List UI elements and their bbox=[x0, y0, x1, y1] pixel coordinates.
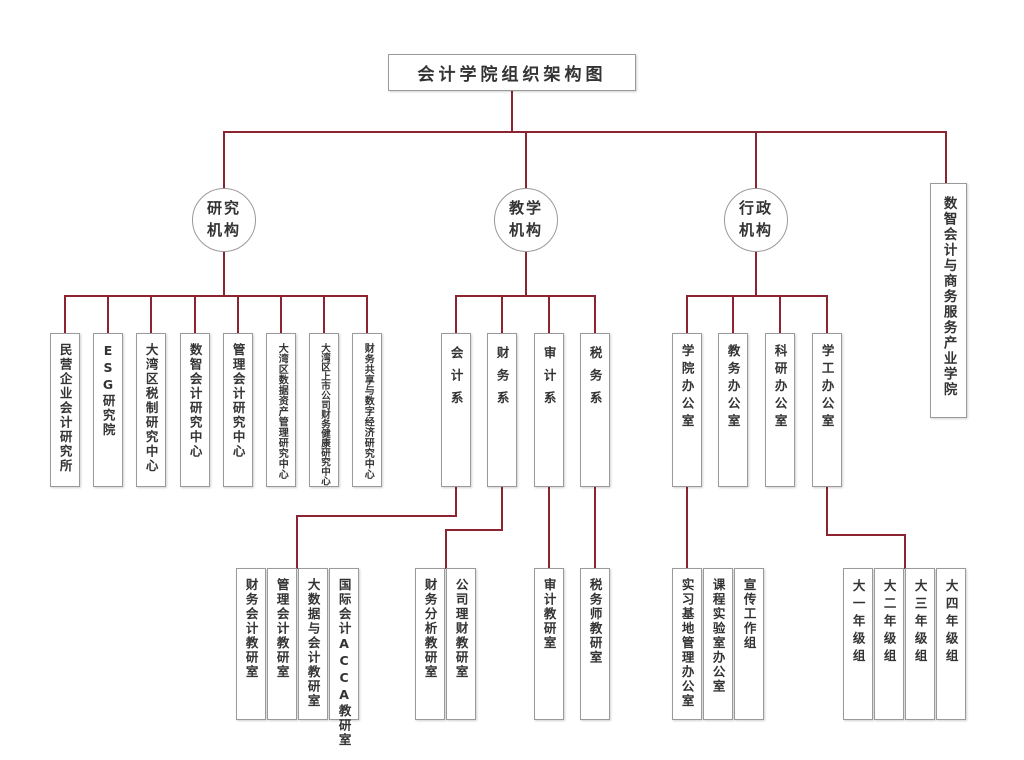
research-unit[interactable]: 管理会计研究中心 bbox=[223, 333, 253, 487]
node-admin[interactable]: 行政机构 bbox=[724, 188, 788, 252]
grade-group-label: 大四年级组 bbox=[943, 579, 959, 667]
research-unit[interactable]: ESG研究院 bbox=[93, 333, 123, 487]
department-label: 税务系 bbox=[587, 346, 603, 414]
research-unit[interactable]: 民营企业会计研究所 bbox=[50, 333, 80, 487]
grade-group[interactable]: 大二年级组 bbox=[874, 568, 904, 720]
teaching-section[interactable]: 国际会计ACCA教研室 bbox=[329, 568, 359, 748]
research-unit-label: 民营企业会计研究所 bbox=[57, 343, 73, 474]
research-unit-label: 大湾区数据资产管理研究中心 bbox=[276, 343, 288, 480]
grade-group-label: 大一年级组 bbox=[850, 579, 866, 667]
grade-group[interactable]: 大四年级组 bbox=[936, 568, 966, 720]
office-group[interactable]: 宣传工作组 bbox=[734, 568, 764, 720]
teaching-section-label: 税务师教研室 bbox=[587, 578, 603, 665]
node-industry-college-label: 数智会计与商务服务产业学院 bbox=[940, 196, 957, 398]
teaching-section-label: 财务会计教研室 bbox=[243, 578, 259, 680]
research-unit[interactable]: 数智会计研究中心 bbox=[180, 333, 210, 487]
department[interactable]: 财务系 bbox=[487, 333, 517, 487]
department-label: 审计系 bbox=[541, 346, 557, 414]
research-unit[interactable]: 大湾区税制研究中心 bbox=[136, 333, 166, 487]
department-label: 会计系 bbox=[448, 346, 464, 414]
office[interactable]: 教务办公室 bbox=[718, 333, 748, 487]
node-teaching-label: 教学机构 bbox=[508, 199, 543, 239]
node-admin-label: 行政机构 bbox=[738, 199, 773, 239]
research-unit-label: ESG研究院 bbox=[100, 343, 116, 438]
teaching-section[interactable]: 财务分析教研室 bbox=[415, 568, 445, 720]
research-unit-label: 财务共享与数字经济研究中心 bbox=[362, 343, 374, 480]
research-unit[interactable]: 财务共享与数字经济研究中心 bbox=[352, 333, 382, 487]
chart-title: 会计学院组织架构图 bbox=[388, 54, 636, 91]
office-group[interactable]: 实习基地管理办公室 bbox=[672, 568, 702, 720]
department[interactable]: 税务系 bbox=[580, 333, 610, 487]
research-unit-label: 数智会计研究中心 bbox=[187, 343, 203, 459]
node-research[interactable]: 研究机构 bbox=[192, 188, 256, 252]
office-group-label: 宣传工作组 bbox=[741, 578, 757, 651]
office[interactable]: 学院办公室 bbox=[672, 333, 702, 487]
office-group-label: 课程实验室办公室 bbox=[710, 578, 726, 694]
office-group[interactable]: 课程实验室办公室 bbox=[703, 568, 733, 720]
teaching-section[interactable]: 税务师教研室 bbox=[580, 568, 610, 720]
teaching-section[interactable]: 大数据与会计教研室 bbox=[298, 568, 328, 720]
research-unit-label: 大湾区税制研究中心 bbox=[143, 343, 159, 474]
office-label: 学院办公室 bbox=[679, 344, 695, 432]
teaching-section[interactable]: 财务会计教研室 bbox=[236, 568, 266, 720]
teaching-section-label: 审计教研室 bbox=[541, 578, 557, 651]
teaching-section-label: 公司理财教研室 bbox=[453, 578, 469, 680]
office[interactable]: 科研办公室 bbox=[765, 333, 795, 487]
office-label: 科研办公室 bbox=[772, 344, 788, 432]
grade-group-label: 大三年级组 bbox=[912, 579, 928, 667]
teaching-section[interactable]: 公司理财教研室 bbox=[446, 568, 476, 720]
node-teaching[interactable]: 教学机构 bbox=[494, 188, 558, 252]
teaching-section[interactable]: 管理会计教研室 bbox=[267, 568, 297, 720]
research-unit-label: 大湾区上市公司财务健康研究中心 bbox=[318, 343, 330, 486]
node-industry-college[interactable]: 数智会计与商务服务产业学院 bbox=[930, 183, 967, 418]
office-label: 学工办公室 bbox=[819, 344, 835, 432]
teaching-section[interactable]: 审计教研室 bbox=[534, 568, 564, 720]
research-unit[interactable]: 大湾区数据资产管理研究中心 bbox=[266, 333, 296, 487]
office[interactable]: 学工办公室 bbox=[812, 333, 842, 487]
teaching-section-label: 财务分析教研室 bbox=[422, 578, 438, 680]
department[interactable]: 审计系 bbox=[534, 333, 564, 487]
node-research-label: 研究机构 bbox=[206, 199, 241, 239]
teaching-section-label: 国际会计ACCA教研室 bbox=[336, 578, 352, 748]
office-label: 教务办公室 bbox=[725, 344, 741, 432]
research-unit-label: 管理会计研究中心 bbox=[230, 343, 246, 459]
grade-group-label: 大二年级组 bbox=[881, 579, 897, 667]
grade-group[interactable]: 大三年级组 bbox=[905, 568, 935, 720]
teaching-section-label: 大数据与会计教研室 bbox=[305, 578, 321, 709]
office-group-label: 实习基地管理办公室 bbox=[679, 578, 695, 709]
grade-group[interactable]: 大一年级组 bbox=[843, 568, 873, 720]
teaching-section-label: 管理会计教研室 bbox=[274, 578, 290, 680]
department-label: 财务系 bbox=[494, 346, 510, 414]
department[interactable]: 会计系 bbox=[441, 333, 471, 487]
research-unit[interactable]: 大湾区上市公司财务健康研究中心 bbox=[309, 333, 339, 487]
